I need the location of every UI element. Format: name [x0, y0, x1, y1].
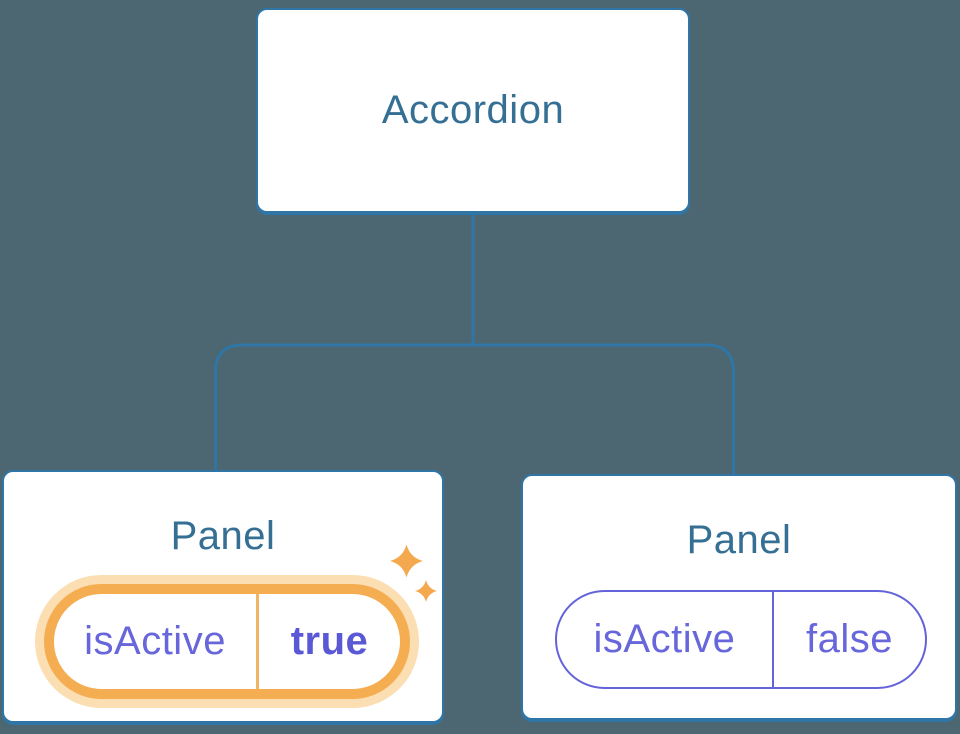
accordion-node: Accordion	[256, 8, 690, 213]
panel-title: Panel	[686, 518, 792, 562]
panel-node-idle: Panel isActive false	[521, 474, 957, 720]
state-pill-idle: isActive false	[555, 590, 927, 689]
branch-line	[214, 343, 735, 474]
state-value-label: true	[290, 619, 369, 663]
sparkles-icon	[390, 544, 437, 602]
state-prop-label: isActive	[84, 619, 226, 663]
state-pill-active: isActive true	[44, 584, 410, 699]
pill-divider	[771, 592, 774, 687]
panel-title: Panel	[170, 514, 276, 558]
state-value-label: false	[805, 617, 893, 661]
pill-divider	[256, 594, 260, 689]
accordion-node-label: Accordion	[381, 88, 565, 132]
panel-node-active: Panel isActive true	[2, 470, 444, 723]
state-prop-label: isActive	[593, 617, 736, 661]
